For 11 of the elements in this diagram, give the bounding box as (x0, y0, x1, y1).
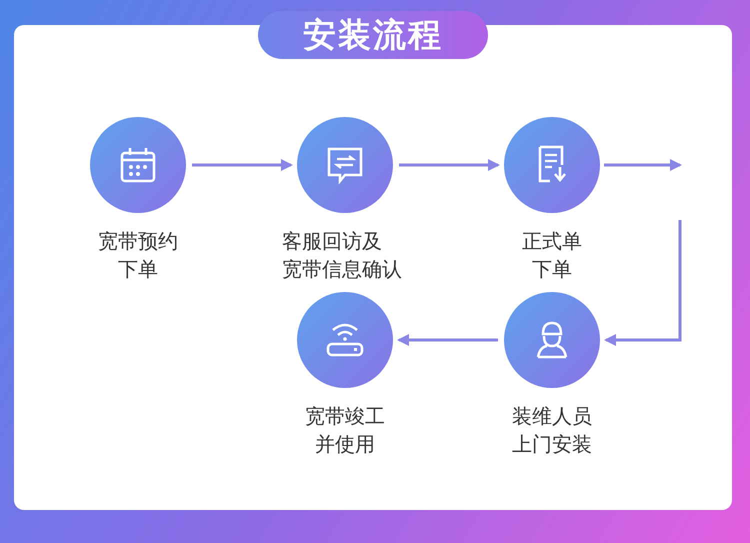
step-label: 正式单下单 (521, 228, 583, 283)
step-label: 宽带预约下单 (97, 228, 179, 283)
arrow (604, 220, 682, 346)
arrow (604, 159, 682, 171)
arrow (397, 334, 498, 346)
step-label: 装维人员上门安装 (511, 403, 593, 458)
step-label: 宽带竣工并使用 (304, 403, 386, 458)
title-banner: 安装流程 (258, 11, 488, 59)
arrow (399, 159, 500, 171)
step-label: 客服回访及宽带信息确认 (282, 228, 403, 283)
arrow (192, 159, 293, 171)
